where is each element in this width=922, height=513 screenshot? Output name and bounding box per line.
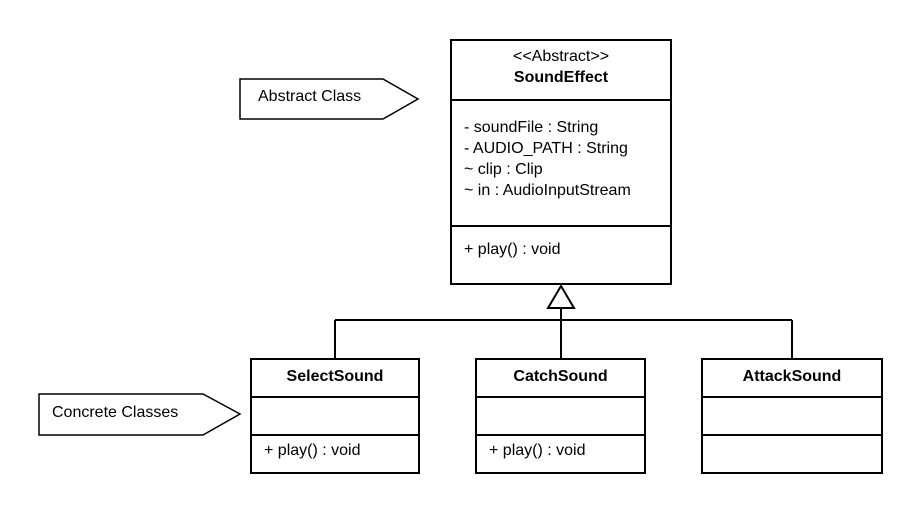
class-attribute: - AUDIO_PATH : String [464,140,628,157]
class-operations-section: + play() : void [477,436,644,461]
class-attributes-section [703,398,881,436]
concrete-classes-note-label: Concrete Classes [52,404,179,421]
generalization-arrowhead [546,284,576,309]
class-attribute: - soundFile : String [464,119,599,136]
class-attribute: ~ in : AudioInputStream [464,182,631,199]
class-operation: + play() : void [464,241,561,258]
class-attribute: ~ clip : Clip [464,161,543,178]
class-operations-section: + play() : void [252,436,418,461]
class-name: AttackSound [742,368,842,385]
concrete-classes-note-shape [38,393,242,436]
class-soundeffect: <<Abstract>> SoundEffect - soundFile : S… [450,39,672,285]
class-name-section: CatchSound [477,360,644,398]
class-attacksound: AttackSound [701,358,883,474]
class-attributes-section: - soundFile : String - AUDIO_PATH : Stri… [452,101,670,227]
class-selectsound: SelectSound + play() : void [250,358,420,474]
class-name-section: AttackSound [703,360,881,398]
class-attributes-section [477,398,644,436]
abstract-class-note-label: Abstract Class [258,88,362,105]
class-name: SelectSound [286,368,384,385]
abstract-class-note-shape [239,78,420,120]
class-catchsound: CatchSound + play() : void [475,358,646,474]
class-operations-section: + play() : void [452,227,670,260]
class-operation: + play() : void [489,442,586,459]
class-operations-section [703,436,881,440]
class-name-section: <<Abstract>> SoundEffect [452,41,670,101]
class-name: SoundEffect [513,69,609,86]
class-attributes-section [252,398,418,436]
class-name: CatchSound [513,368,608,385]
class-operation: + play() : void [264,442,361,459]
class-name-section: SelectSound [252,360,418,398]
class-stereotype: <<Abstract>> [512,48,610,65]
